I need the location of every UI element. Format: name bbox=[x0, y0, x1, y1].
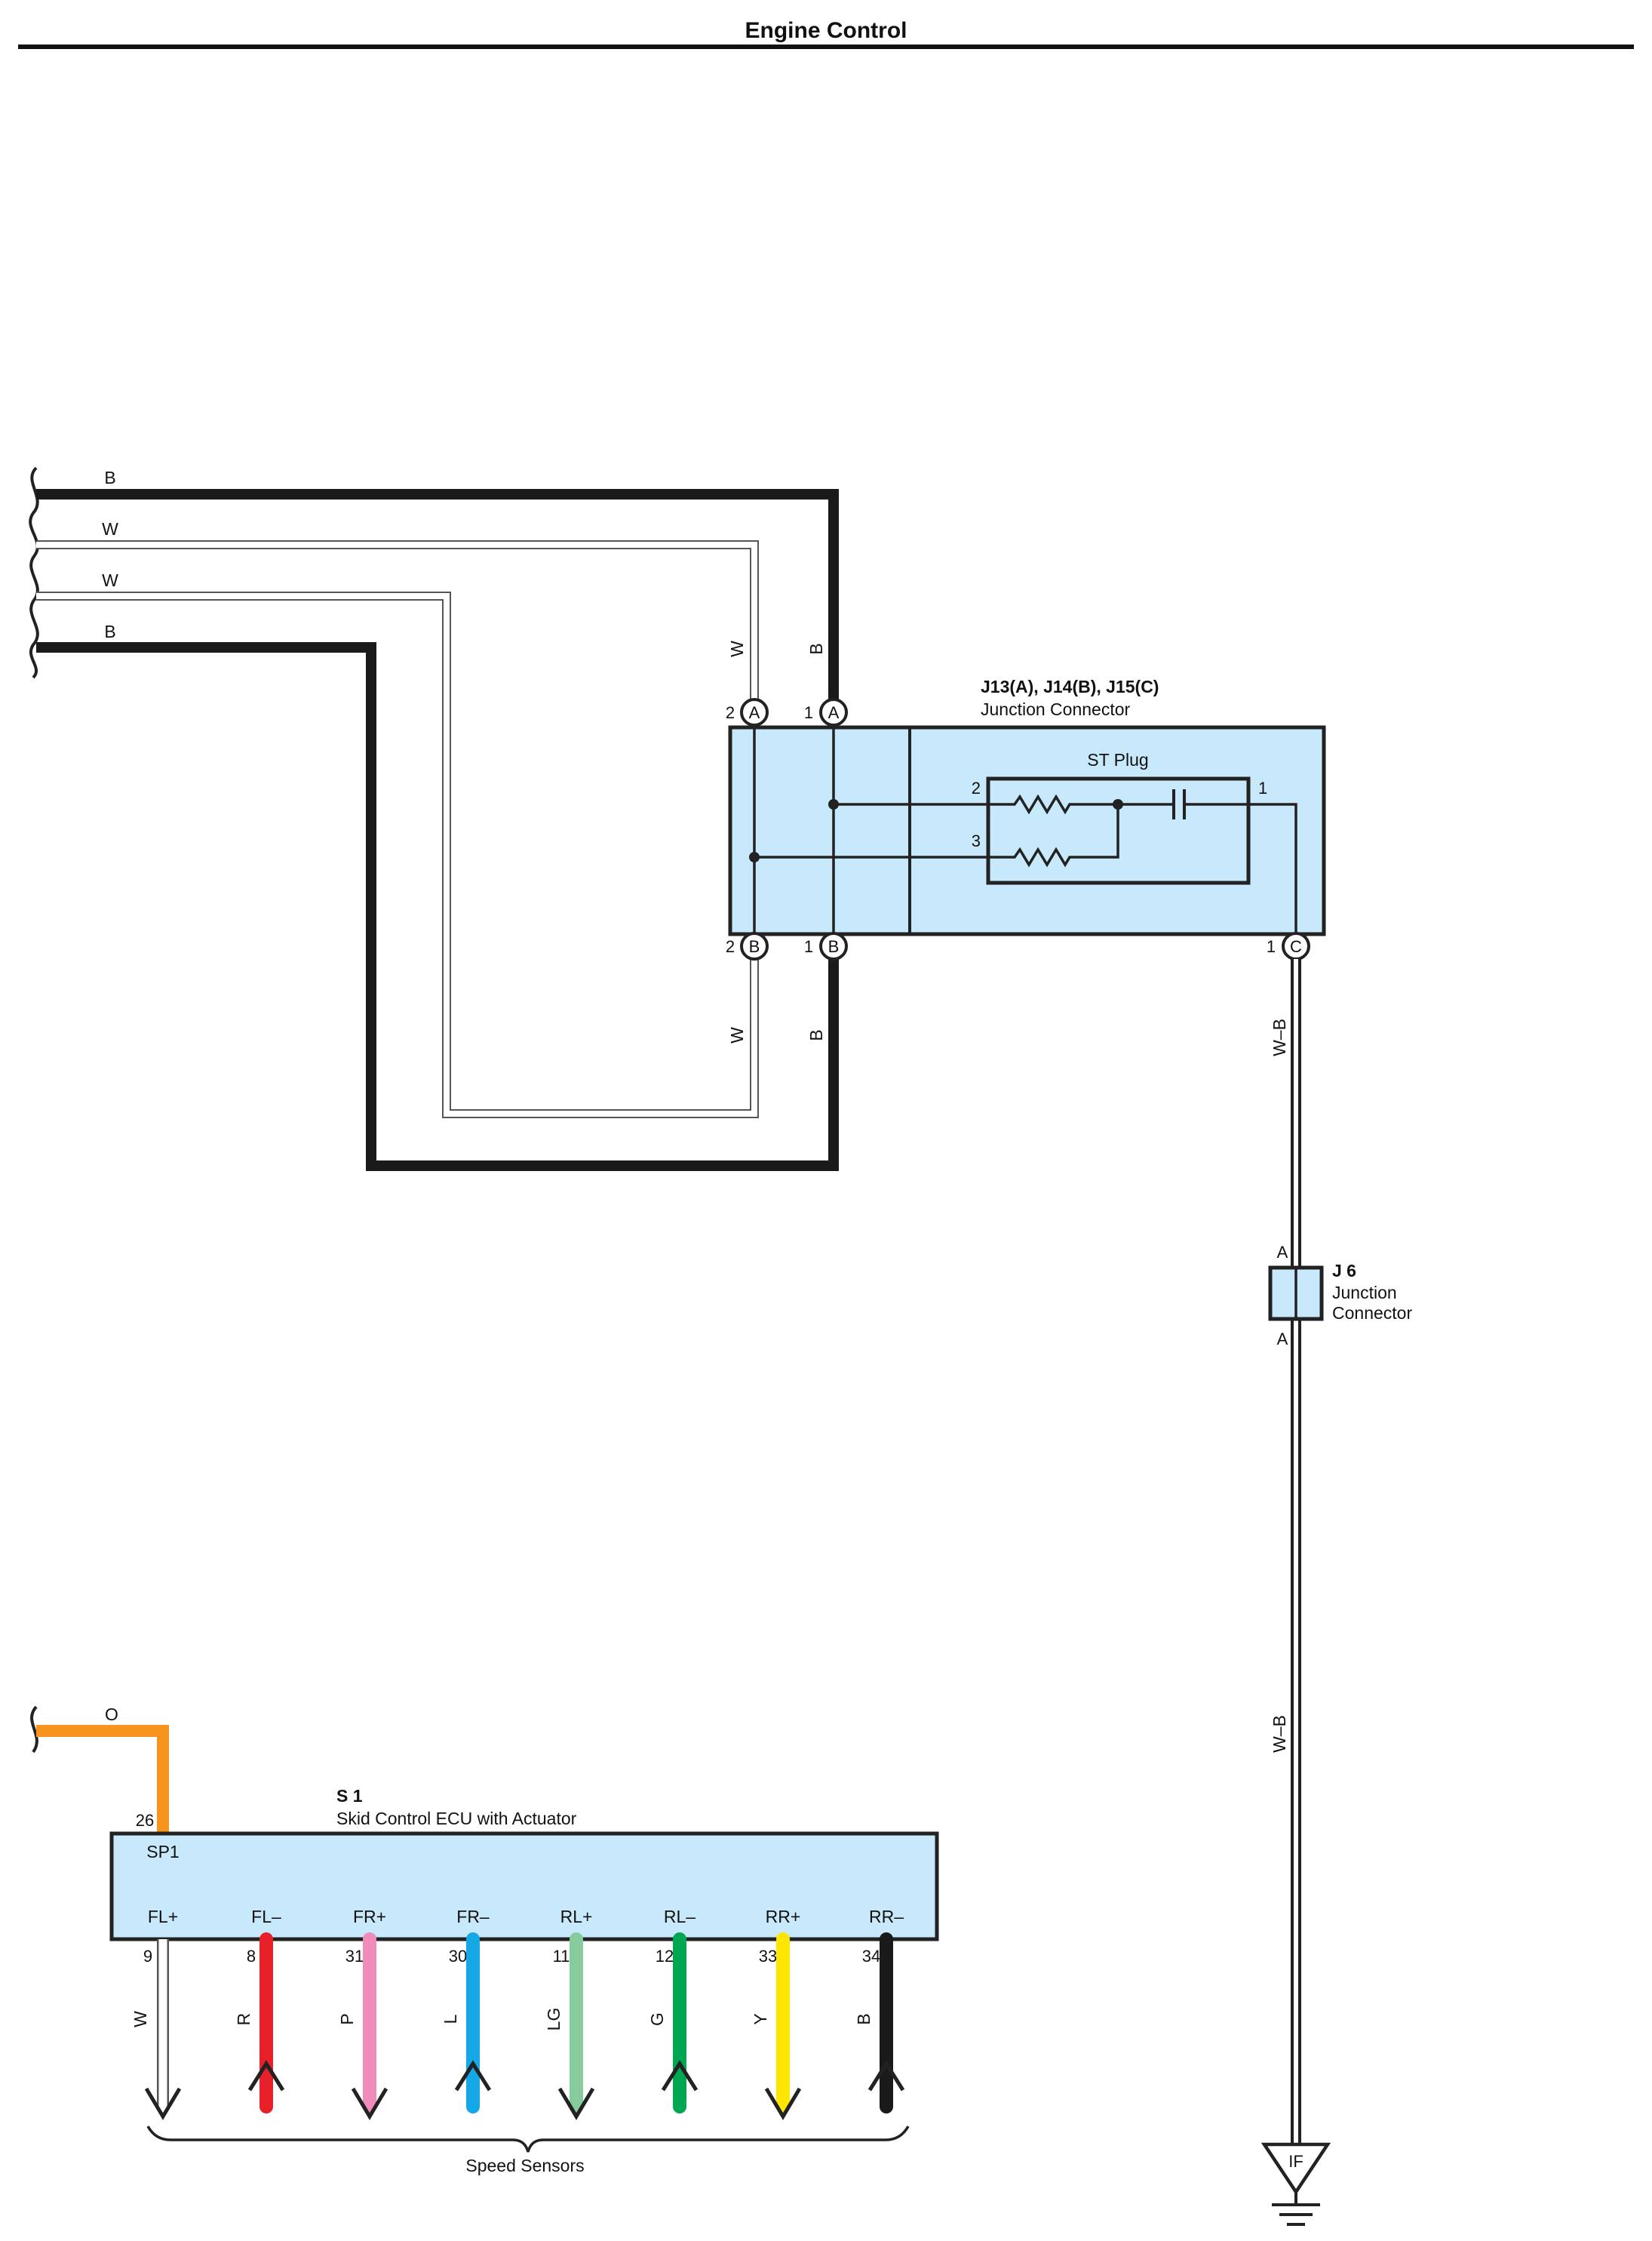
junction-connector-box bbox=[728, 725, 1326, 936]
st-plug-to-c bbox=[1248, 803, 1297, 934]
connector-c-letter: C bbox=[1290, 937, 1302, 956]
connector-b-pin-2 bbox=[740, 932, 769, 961]
wire-label-w-b-upper: W–B bbox=[1270, 1019, 1289, 1056]
j6-pin-bottom: A bbox=[1277, 1330, 1288, 1348]
wire-label-b-top: B bbox=[104, 468, 115, 487]
terminal-rr-minus: RR– 34B bbox=[854, 1907, 905, 2113]
wire-b-bottom bbox=[36, 642, 839, 1171]
terminal-label: FL– bbox=[251, 1907, 281, 1926]
pin-number: 1 bbox=[1267, 937, 1276, 956]
terminal-wire-color: LG bbox=[544, 2008, 563, 2031]
terminal-arrow bbox=[764, 2087, 802, 2120]
terminal-arrow bbox=[661, 2060, 699, 2092]
terminal-arrow bbox=[557, 2087, 595, 2120]
terminal-label: RR– bbox=[869, 1907, 904, 1926]
terminal-pin: 9 bbox=[143, 1947, 152, 1966]
wire-break-marks bbox=[29, 466, 39, 1754]
terminal-arrow bbox=[454, 2060, 492, 2092]
st-plug-pin-3: 3 bbox=[972, 832, 981, 850]
ecu-id: S 1 bbox=[336, 1786, 363, 1806]
terminal-wire-color: Y bbox=[751, 2013, 770, 2024]
terminal-wire-color: W bbox=[131, 2011, 150, 2027]
terminal-pin: 30 bbox=[449, 1947, 467, 1966]
terminal-rr-plus: RR+ 33Y bbox=[751, 1907, 802, 2120]
st-plug-label: ST Plug bbox=[1087, 750, 1148, 770]
terminal-pin: 31 bbox=[345, 1947, 364, 1966]
pin-number: 2 bbox=[726, 937, 735, 956]
page-title: Engine Control bbox=[745, 18, 907, 43]
pin-number: 1 bbox=[804, 703, 813, 722]
pin-number: 2 bbox=[726, 703, 735, 722]
junction-id: J13(A), J14(B), J15(C) bbox=[981, 677, 1159, 696]
terminal-wire-color: B bbox=[854, 2013, 874, 2024]
terminal-pin: 12 bbox=[656, 1947, 674, 1966]
st-plug-pin-2: 2 bbox=[972, 779, 981, 798]
connector-a-pin-2 bbox=[740, 698, 769, 727]
terminal-label: FR+ bbox=[353, 1907, 386, 1926]
wire-label-w-lower-vert: W bbox=[727, 1027, 747, 1044]
ground-label: IF bbox=[1288, 2152, 1303, 2171]
wire-o-sp1 bbox=[36, 1725, 169, 1834]
terminal-fr-plus: FR+ 31P bbox=[337, 1907, 388, 2120]
speed-sensors-brace bbox=[146, 2126, 910, 2153]
j6-id: J 6 bbox=[1332, 1261, 1356, 1280]
terminal-arrow bbox=[144, 2087, 182, 2120]
ecu-pin-26: 26 bbox=[136, 1811, 154, 1830]
terminal-wire-color: R bbox=[234, 2013, 253, 2026]
connector-a-pin-1 bbox=[819, 698, 848, 727]
junction-name: Junction Connector bbox=[981, 699, 1131, 719]
terminal-wire-color: P bbox=[337, 2013, 357, 2024]
ecu-terminal-sp1: SP1 bbox=[146, 1842, 179, 1861]
st-plug-box bbox=[986, 776, 1251, 885]
connector-a-letter: A bbox=[749, 703, 760, 722]
j6-name-line1: Junction bbox=[1332, 1283, 1397, 1302]
terminal-fr-minus: FR– 30L bbox=[441, 1907, 492, 2113]
j6-pin-top: A bbox=[1277, 1243, 1288, 1262]
wire-label-b-lower-vert: B bbox=[806, 1029, 826, 1041]
wire-label-b-upper-vert: B bbox=[806, 643, 826, 654]
pin-number: 1 bbox=[804, 937, 813, 956]
wire-label-w-2: W bbox=[102, 570, 118, 590]
wire-label-o: O bbox=[105, 1705, 118, 1724]
terminal-arrow bbox=[247, 2060, 285, 2092]
wire-label-w-b-lower: W–B bbox=[1270, 1715, 1289, 1753]
terminal-label: RL– bbox=[664, 1907, 695, 1926]
ecu-name: Skid Control ECU with Actuator bbox=[336, 1809, 577, 1828]
terminal-label: RR+ bbox=[766, 1907, 801, 1926]
ecu-box bbox=[109, 1831, 939, 1941]
terminal-pin: 11 bbox=[553, 1947, 570, 1966]
terminal-arrow bbox=[351, 2087, 388, 2120]
j6-name-line2: Connector bbox=[1332, 1303, 1412, 1323]
wire-b-top bbox=[36, 489, 839, 709]
resistor-1 bbox=[988, 794, 1118, 815]
wire-label-b-bottom: B bbox=[104, 622, 115, 641]
connector-b-letter: B bbox=[749, 937, 760, 956]
resistor-2 bbox=[988, 804, 1119, 868]
terminal-arrow bbox=[867, 2060, 905, 2092]
terminal-wire-color: L bbox=[441, 2014, 460, 2024]
terminal-pin: 33 bbox=[759, 1947, 777, 1966]
terminal-label: FL+ bbox=[148, 1907, 178, 1926]
wire-label-w-1: W bbox=[102, 519, 118, 539]
speed-sensors-label: Speed Sensors bbox=[465, 2156, 584, 2175]
wire-w-lower bbox=[36, 592, 759, 1118]
terminal-pin: 8 bbox=[247, 1947, 256, 1966]
connector-b-pin-1 bbox=[819, 932, 848, 961]
wire-label-w-upper-vert: W bbox=[727, 641, 747, 657]
connector-a-letter: A bbox=[828, 703, 840, 722]
terminal-pin: 34 bbox=[862, 1947, 880, 1966]
st-plug-pin-1: 1 bbox=[1258, 779, 1267, 798]
terminal-label: RL+ bbox=[560, 1907, 593, 1926]
terminal-label: FR– bbox=[456, 1907, 490, 1926]
wire-w-upper bbox=[36, 540, 759, 709]
terminal-fl-minus: FL– 8R bbox=[234, 1907, 285, 2113]
terminal-wire-color: G bbox=[647, 2012, 667, 2026]
terminal-fl-plus: FL+ 9W bbox=[131, 1907, 182, 2120]
connector-b-letter: B bbox=[828, 937, 840, 956]
terminal-rl-minus: RL– 12G bbox=[647, 1907, 699, 2113]
ground-triangle bbox=[1260, 2142, 1331, 2196]
